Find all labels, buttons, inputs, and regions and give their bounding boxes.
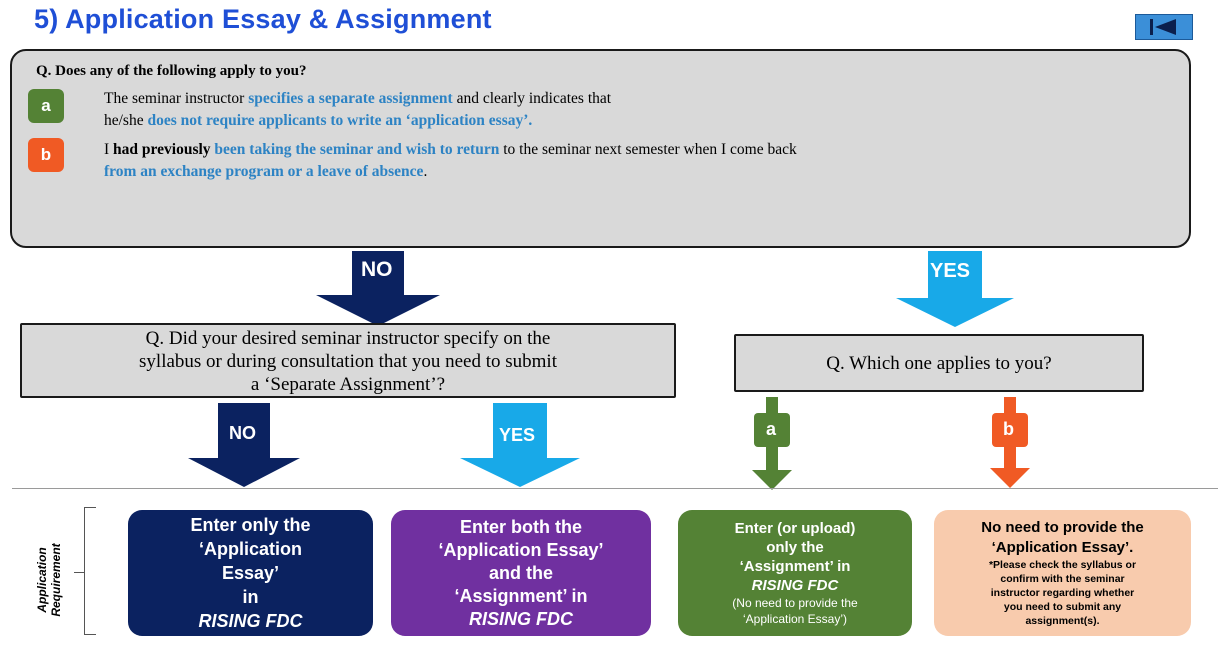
arrow-a-stem-top — [766, 397, 778, 413]
question-2-line1: Q. Did your desired seminar instructor s… — [145, 328, 551, 349]
arrow-a-box — [754, 413, 790, 447]
arrow-yes-top — [896, 251, 1014, 327]
arrow-a-label: a — [766, 419, 777, 439]
arrow-b-stem-top — [1004, 397, 1016, 413]
arrow-no-top — [316, 251, 440, 326]
section-divider — [12, 488, 1218, 489]
arrow-yes-top-label: YES — [930, 260, 971, 282]
arrow-b-head — [990, 447, 1030, 488]
question-2-box: Q. Did your desired seminar instructor s… — [20, 323, 676, 398]
application-requirement-label: Application Requirement — [35, 542, 63, 616]
arrow-no-bottom — [188, 403, 300, 487]
arrow-b-label: b — [1003, 419, 1014, 439]
requirement-bracket-tick — [74, 572, 84, 573]
question-1-box: Q. Does any of the following apply to yo… — [10, 49, 1191, 248]
arrow-no-top-label: NO — [361, 258, 393, 281]
back-to-start-button[interactable] — [1135, 14, 1193, 40]
requirement-label-line2: Requirement — [49, 542, 63, 616]
arrow-b-box — [992, 413, 1028, 447]
requirement-card-essay-and-assignment: Enter both the ‘Application Essay’ and t… — [391, 510, 651, 636]
option-b-text: I had previously been taking the seminar… — [104, 141, 797, 180]
requirement-card-assignment-only: Enter (or upload) only the ‘Assignment’ … — [678, 510, 912, 636]
option-b-badge: b — [28, 138, 64, 172]
skip-back-icon — [1150, 19, 1176, 35]
page-title: 5) Application Essay & Assignment — [34, 4, 492, 34]
requirement-label-line1: Application — [35, 547, 49, 613]
arrow-no-bottom-label: NO — [229, 423, 256, 443]
question-2-line2: syllabus or during consultation that you… — [139, 351, 557, 372]
option-a-badge: a — [28, 89, 64, 123]
requirement-bracket — [84, 507, 96, 635]
arrow-yes-bottom-label: YES — [499, 425, 536, 445]
question-2-line3: a ‘Separate Assignment’? — [250, 374, 446, 395]
question-3-box: Q. Which one applies to you? — [734, 334, 1144, 392]
question-1-text: Q. Does any of the following apply to yo… — [36, 63, 307, 79]
arrow-yes-bottom — [460, 403, 580, 487]
requirement-card-essay-only: Enter only the ‘Application Essay’ in RI… — [128, 510, 373, 636]
arrow-a-head — [752, 447, 792, 490]
requirement-card-no-essay: No need to provide the ‘Application Essa… — [934, 510, 1191, 636]
option-a-text: The seminar instructor specifies a separ… — [104, 90, 612, 129]
